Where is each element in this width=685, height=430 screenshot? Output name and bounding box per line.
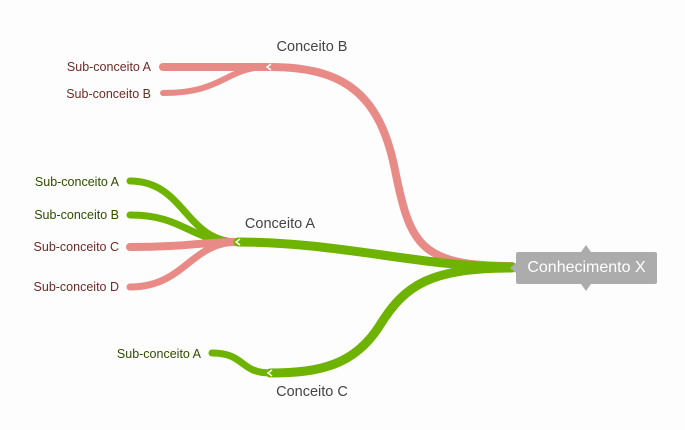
subconcept-a-a[interactable]: Sub-conceito A [34, 175, 119, 189]
expand-left-icon[interactable] [510, 263, 516, 273]
subconcept-a-b[interactable]: Sub-conceito B [34, 208, 119, 222]
branch-conceito-c-sub-a[interactable] [208, 349, 274, 377]
junction-chevron-conceito-a [234, 238, 241, 246]
branch-conceito-a-sub-b[interactable] [126, 211, 242, 246]
subconcept-a-d[interactable]: Sub-conceito D [33, 280, 119, 294]
branch-conceito-a-sub-d[interactable] [126, 238, 242, 291]
junction-chevron-conceito-c [266, 369, 273, 377]
subconcept-a-c[interactable]: Sub-conceito C [33, 240, 119, 254]
branch-root-to-conceito-c[interactable] [265, 263, 517, 378]
collapse-up-icon[interactable] [581, 245, 591, 252]
collapse-down-icon[interactable] [581, 284, 591, 291]
branch-root-to-conceito-b[interactable] [266, 63, 516, 270]
root-node-label: Conhecimento X [527, 259, 646, 276]
concept-label-conceito-c[interactable]: Conceito C [276, 384, 348, 400]
root-node[interactable]: Conhecimento X [510, 245, 657, 291]
subconcept-c-a[interactable]: Sub-conceito A [116, 347, 201, 361]
concept-label-conceito-b[interactable]: Conceito B [276, 39, 348, 55]
branch-conceito-a-sub-a[interactable] [126, 177, 242, 246]
junction-chevron-conceito-b [265, 63, 272, 71]
branch-root-to-conceito-a[interactable] [233, 237, 517, 272]
concept-label-conceito-a[interactable]: Conceito A [244, 216, 316, 232]
subconcept-b-b[interactable]: Sub-conceito B [66, 87, 151, 101]
branch-conceito-b-sub-b[interactable] [160, 64, 271, 96]
subconcept-b-a[interactable]: Sub-conceito A [66, 60, 151, 74]
